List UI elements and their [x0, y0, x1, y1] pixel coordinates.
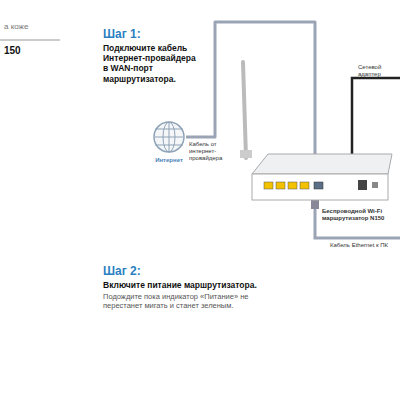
step-text: Подключите кабель Интернет-провайдера в …: [103, 43, 203, 84]
lan-port: [288, 182, 297, 189]
power-button: [372, 182, 378, 188]
wan-port: [314, 182, 323, 189]
step-heading: Шаг 1:: [103, 27, 193, 41]
globe-parallel: [155, 137, 183, 138]
router-top: [252, 154, 392, 174]
internet-cable: [186, 22, 315, 156]
antenna: [243, 62, 246, 158]
rule-line: [0, 40, 60, 41]
ethernet-plug: [311, 200, 319, 209]
router-front: [252, 174, 388, 200]
cable-label: Кабель от интернет-провайдера: [189, 141, 237, 163]
callout-label: Сетевой адаптер: [358, 64, 398, 78]
ethernet-cable: [315, 200, 400, 238]
globe-parallel: [155, 129, 183, 130]
device-label: Беспроводной Wi-Fi маршрутизатор N150: [322, 208, 396, 222]
internet-globe: Интернет: [152, 120, 186, 154]
step-heading: Шаг 2:: [103, 264, 193, 278]
model-number: 150: [4, 45, 64, 57]
router-device: Беспроводной Wi-Fi маршрутизатор N150: [250, 150, 395, 202]
router-body: [250, 150, 395, 202]
callout-label: Кабель Ethernet к ПК: [330, 242, 396, 249]
globe-outline: [154, 122, 184, 152]
globe-icon: [152, 120, 186, 154]
step-note: Подождите пока индикатор «Питание» не пе…: [103, 292, 283, 310]
power-jack: [358, 180, 367, 190]
globe-parallel: [155, 145, 183, 146]
lan-port: [300, 182, 309, 189]
step-text: Включите питание маршрутизатора.: [103, 280, 303, 290]
lan-port: [276, 182, 285, 189]
cover-note: а коже: [4, 22, 74, 32]
antenna-base: [240, 150, 252, 158]
lan-port: [264, 182, 273, 189]
